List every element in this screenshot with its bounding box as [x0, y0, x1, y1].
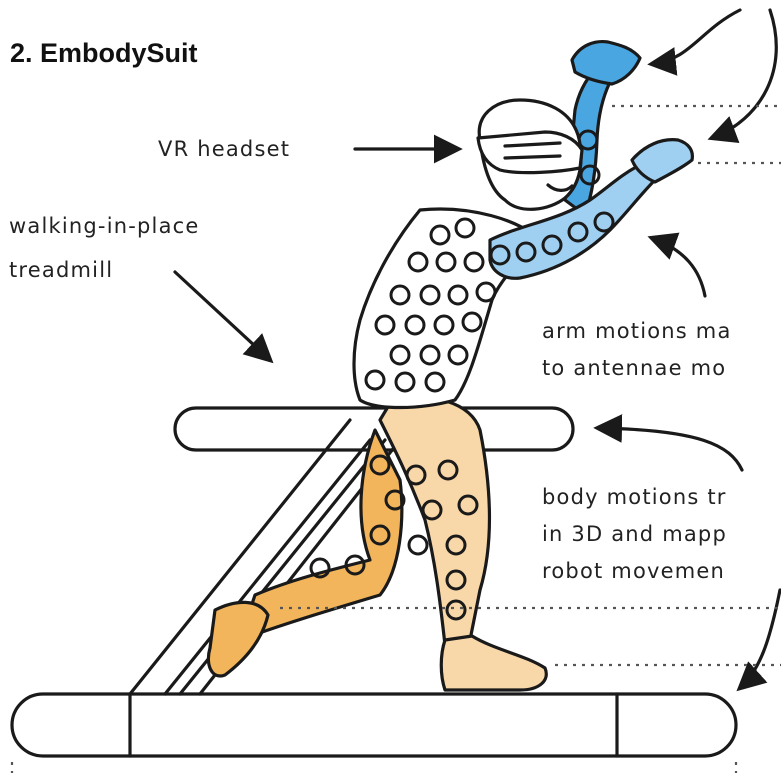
label-treadmill-line2: treadmill — [9, 258, 113, 282]
label-vr-headset: VR headset — [158, 137, 290, 161]
vr-headset — [478, 132, 582, 173]
arrow-arm-motions — [652, 238, 705, 296]
treadmill-base — [12, 694, 736, 756]
arrow-body-motions — [598, 428, 742, 470]
arrow-body-to-base — [740, 590, 780, 688]
arrow-treadmill — [175, 272, 270, 360]
label-body-line3: robot movemen — [542, 559, 725, 583]
legs — [208, 395, 546, 690]
label-arm-line2: to antennae mo — [542, 356, 726, 380]
label-body-line1: body motions tr — [542, 485, 727, 509]
arrow-front-hand — [712, 10, 776, 138]
arrow-top-hand — [652, 10, 740, 64]
figure-title: 2. EmbodySuit — [10, 38, 198, 68]
head-with-vr-headset — [478, 100, 582, 209]
label-treadmill-line1: walking-in-place — [9, 214, 200, 238]
label-arm-line1: arm motions ma — [542, 319, 732, 343]
label-body-line2: in 3D and mapp — [542, 522, 727, 546]
